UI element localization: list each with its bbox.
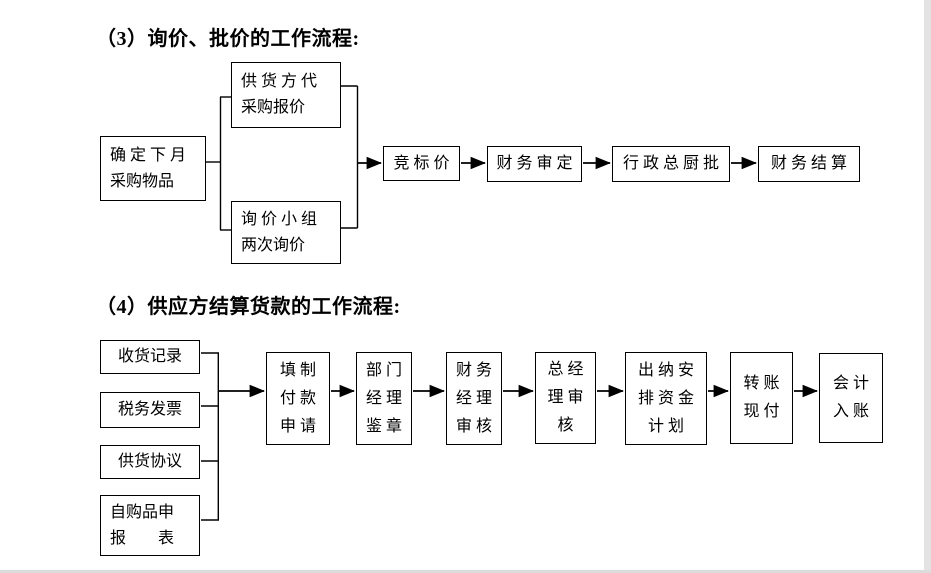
flow2-node-step7: 会 计 入 账 bbox=[819, 353, 883, 443]
flow1-node-step4: 财 务 结 算 bbox=[758, 146, 860, 182]
flow1-node-step3: 行 政 总 厨 批 bbox=[612, 146, 730, 182]
flow2-input-receiving-record: 收货记录 bbox=[100, 340, 200, 374]
flow2-input-self-purchase-form: 自购品申 报 表 bbox=[100, 495, 200, 556]
flow2-node-step2: 部 门 经 理 鉴 章 bbox=[356, 352, 412, 445]
flow1-node-branch-bottom: 询 价 小 组 两次询价 bbox=[231, 201, 341, 264]
flow2-input-tax-invoice: 税务发票 bbox=[100, 392, 200, 428]
flow2-node-step6: 转 账 现 付 bbox=[730, 352, 793, 444]
flow1-node-start: 确 定 下 月 采购物品 bbox=[100, 136, 206, 201]
page-bottom-edge bbox=[0, 570, 931, 573]
flow2-node-step3: 财 务 经 理 审 核 bbox=[446, 352, 502, 445]
flow1-node-step1: 竞 标 价 bbox=[383, 146, 460, 181]
flow2-connectors bbox=[201, 352, 818, 521]
flow1-connectors bbox=[205, 85, 757, 231]
right-scrollbar-strip[interactable] bbox=[924, 0, 931, 573]
flow2-node-step5: 出 纳 安 排 资 金 计 划 bbox=[625, 352, 707, 445]
flow2-title: （4）供应方结算货款的工作流程: bbox=[96, 296, 401, 318]
flow2-input-supply-agreement: 供货协议 bbox=[100, 445, 200, 479]
flow1-node-branch-top: 供 货 方 代 采购报价 bbox=[231, 62, 341, 128]
flow1-node-step2: 财 务 审 定 bbox=[487, 146, 582, 182]
flow2-node-step4: 总 经 理 审 核 bbox=[535, 352, 596, 444]
flow1-title: （3）询价、批价的工作流程: bbox=[96, 28, 360, 50]
flow2-node-step1: 填 制 付 款 申 请 bbox=[266, 352, 330, 445]
